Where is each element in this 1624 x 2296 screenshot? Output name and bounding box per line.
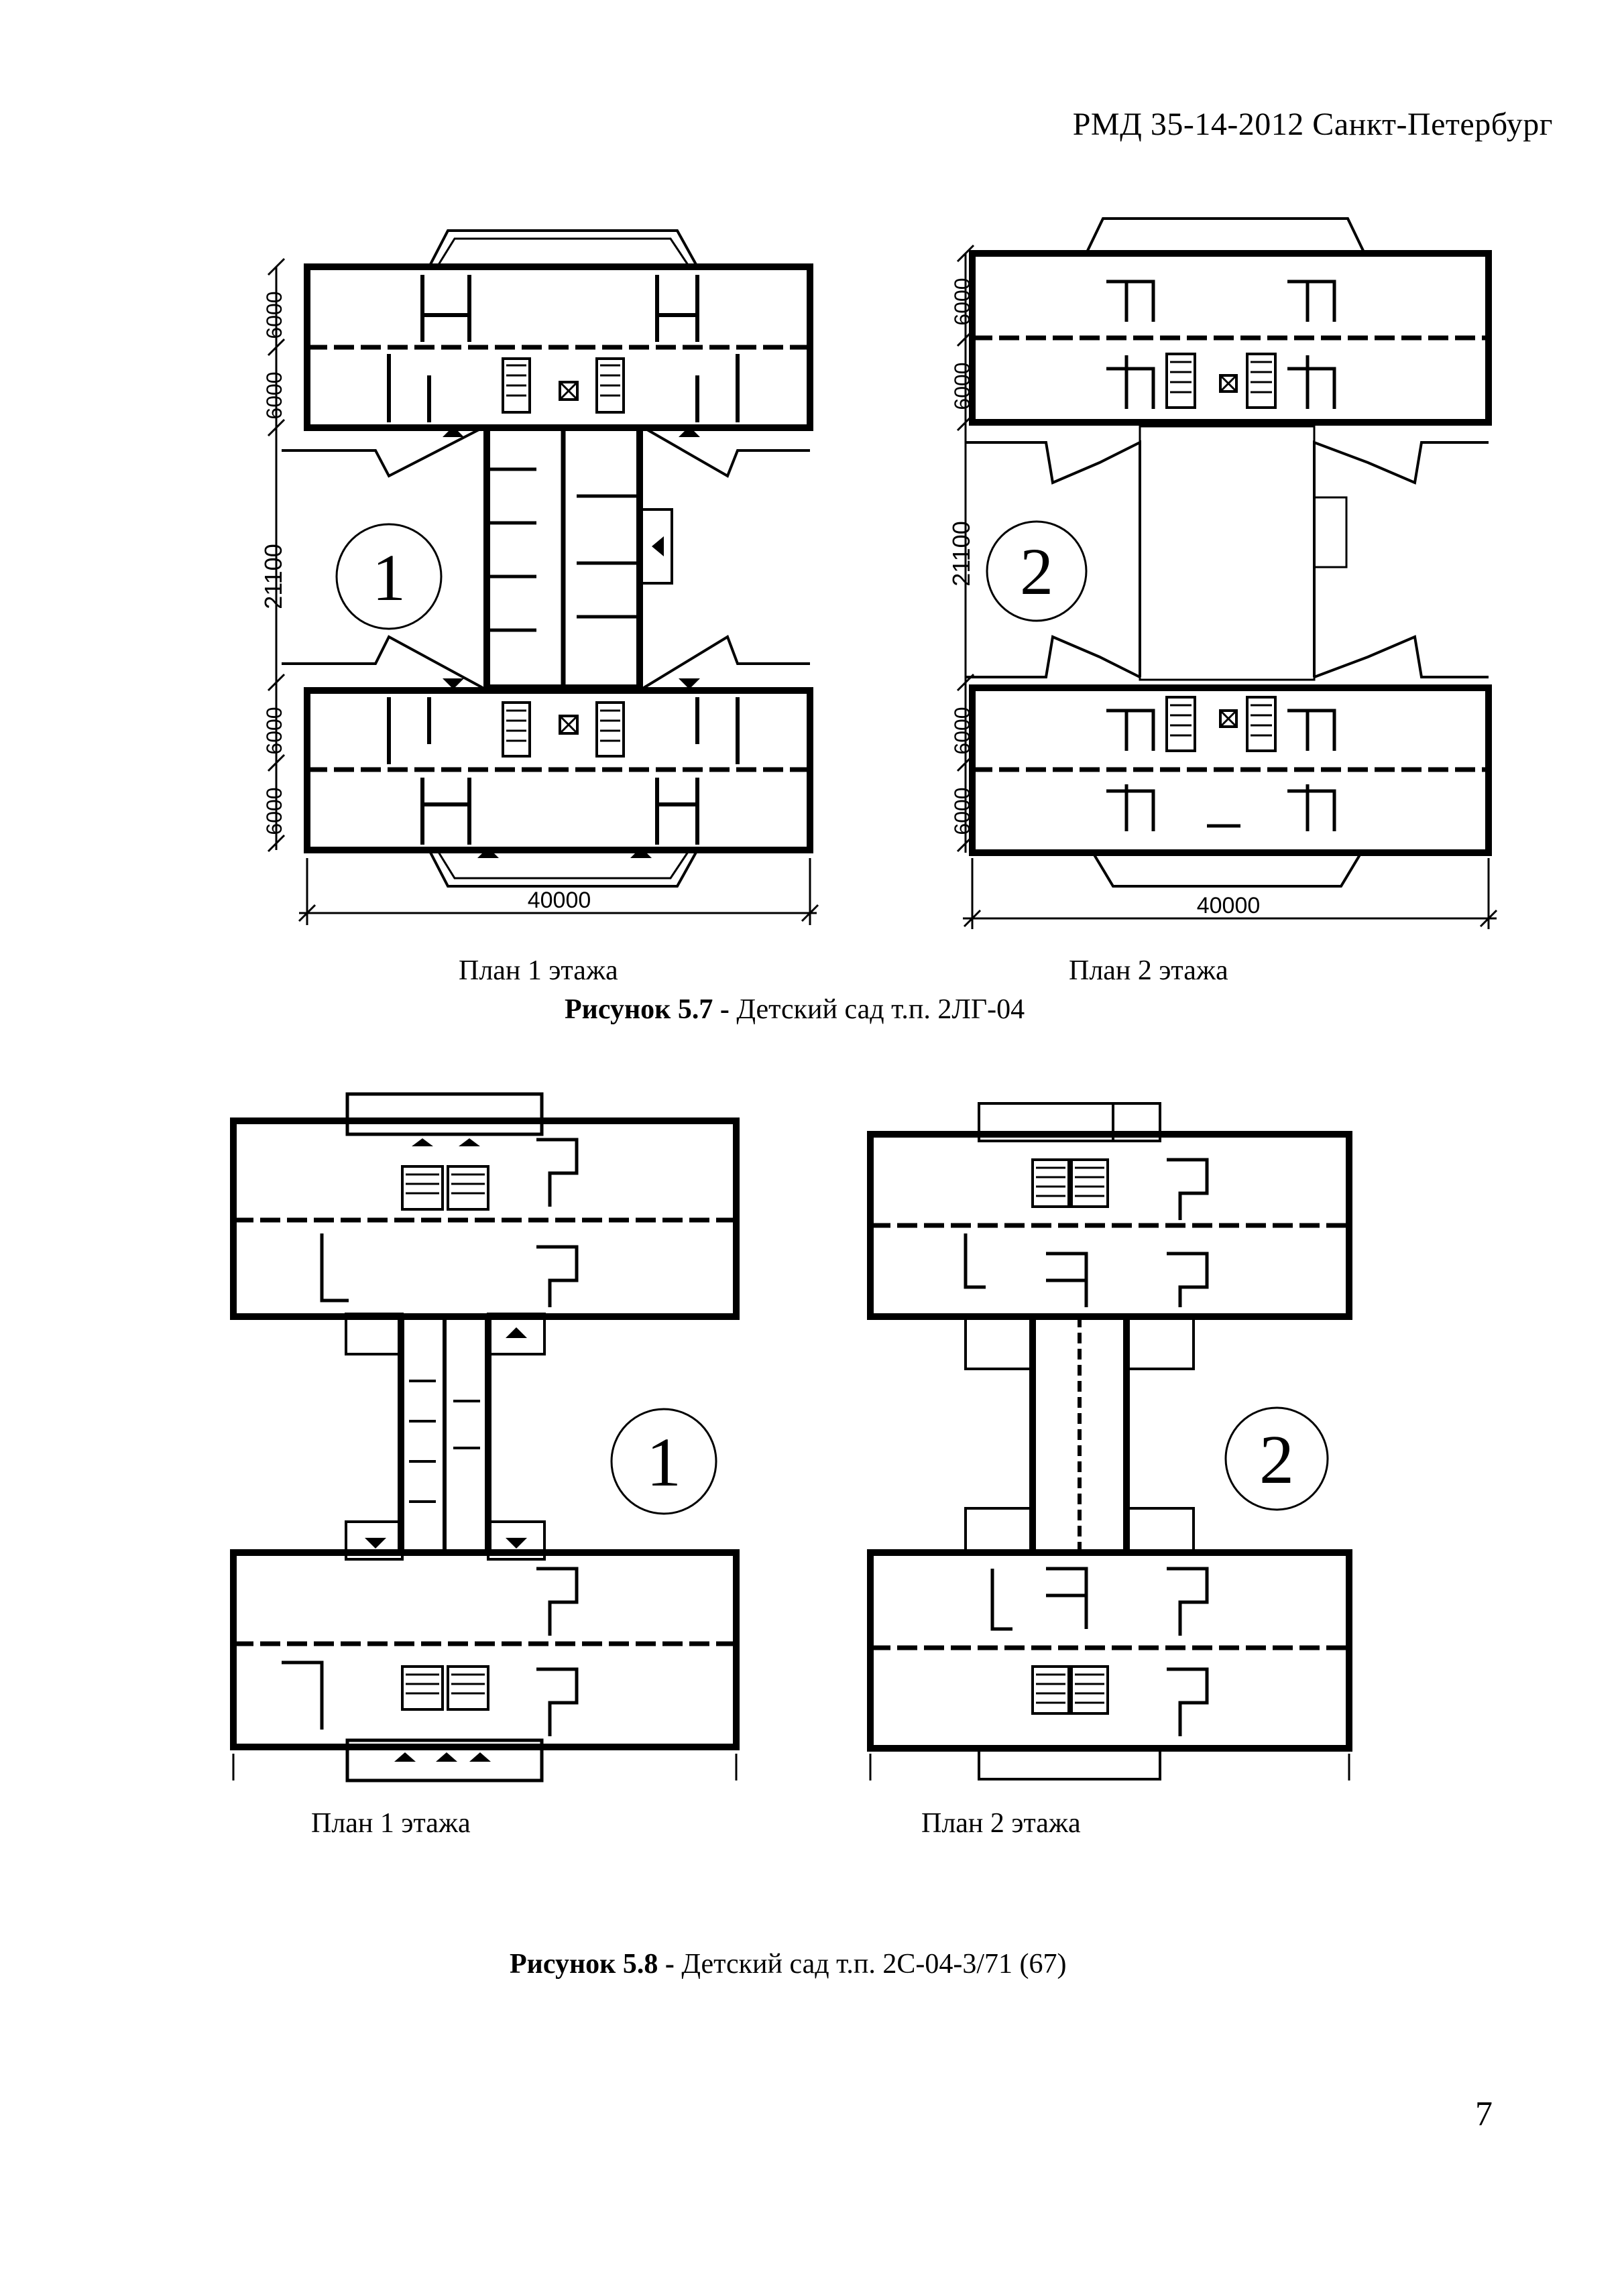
fig57-plan1-caption: План 1 этажа bbox=[459, 955, 618, 986]
fig57-p1-dim-bot-1: 6000 bbox=[262, 707, 286, 754]
fig57-p1-dim-top-1: 6000 bbox=[262, 291, 286, 339]
fig58-plan2-caption: План 2 этажа bbox=[921, 1808, 1081, 1839]
figure-5-7-label: Рисунок 5.7 - bbox=[565, 994, 730, 1025]
fig57-p1-badge: 1 bbox=[372, 540, 406, 615]
fig58-plan2 bbox=[867, 1102, 1352, 1780]
fig57-p2-badge: 2 bbox=[1020, 534, 1053, 609]
fig57-p2-dim-top-2: 6000 bbox=[950, 362, 974, 410]
fig57-p1-dim-width: 40000 bbox=[528, 888, 591, 913]
figure-5-7-caption: Рисунок 5.7 - Детский сад т.п. 2ЛГ-04 bbox=[565, 993, 1025, 1026]
fig57-p2-dim-mid: 21100 bbox=[947, 521, 975, 586]
fig57-p2-dim-width: 40000 bbox=[1197, 893, 1261, 918]
fig58-p1-badge: 1 bbox=[646, 1424, 681, 1501]
fig57-plan2 bbox=[956, 217, 1498, 929]
fig58-p2-badge: 2 bbox=[1259, 1421, 1294, 1498]
fig57-p1-dim-bot-2: 6000 bbox=[262, 787, 286, 835]
fig57-p1-dim-top-2: 6000 bbox=[262, 371, 286, 419]
fig58-plan1-caption: План 1 этажа bbox=[311, 1808, 471, 1839]
fig57-plan1 bbox=[267, 229, 819, 925]
figure-5-7-title: Детский сад т.п. 2ЛГ-04 bbox=[729, 994, 1025, 1025]
fig57-p1-dim-mid: 21100 bbox=[259, 544, 287, 609]
page-number: 7 bbox=[1475, 2095, 1493, 2133]
fig57-p2-dim-top-1: 6000 bbox=[950, 278, 974, 325]
fig58-plan1 bbox=[230, 1092, 740, 1783]
fig57-plan2-caption: План 2 этажа bbox=[1069, 955, 1228, 986]
page-header: РМД 35-14-2012 Санкт-Петербург bbox=[1072, 107, 1553, 142]
fig57-p2-dim-bot-2: 6000 bbox=[950, 787, 974, 835]
figure-5-8-caption: Рисунок 5.8 - Детский сад т.п. 2С-04-3/7… bbox=[510, 1948, 1066, 1980]
figure-5-8-title: Детский сад т.п. 2С-04-3/71 (67) bbox=[674, 1949, 1067, 1980]
figure-5-8-label: Рисунок 5.8 - bbox=[510, 1949, 675, 1980]
fig57-p2-dim-bot-1: 6000 bbox=[950, 707, 974, 754]
